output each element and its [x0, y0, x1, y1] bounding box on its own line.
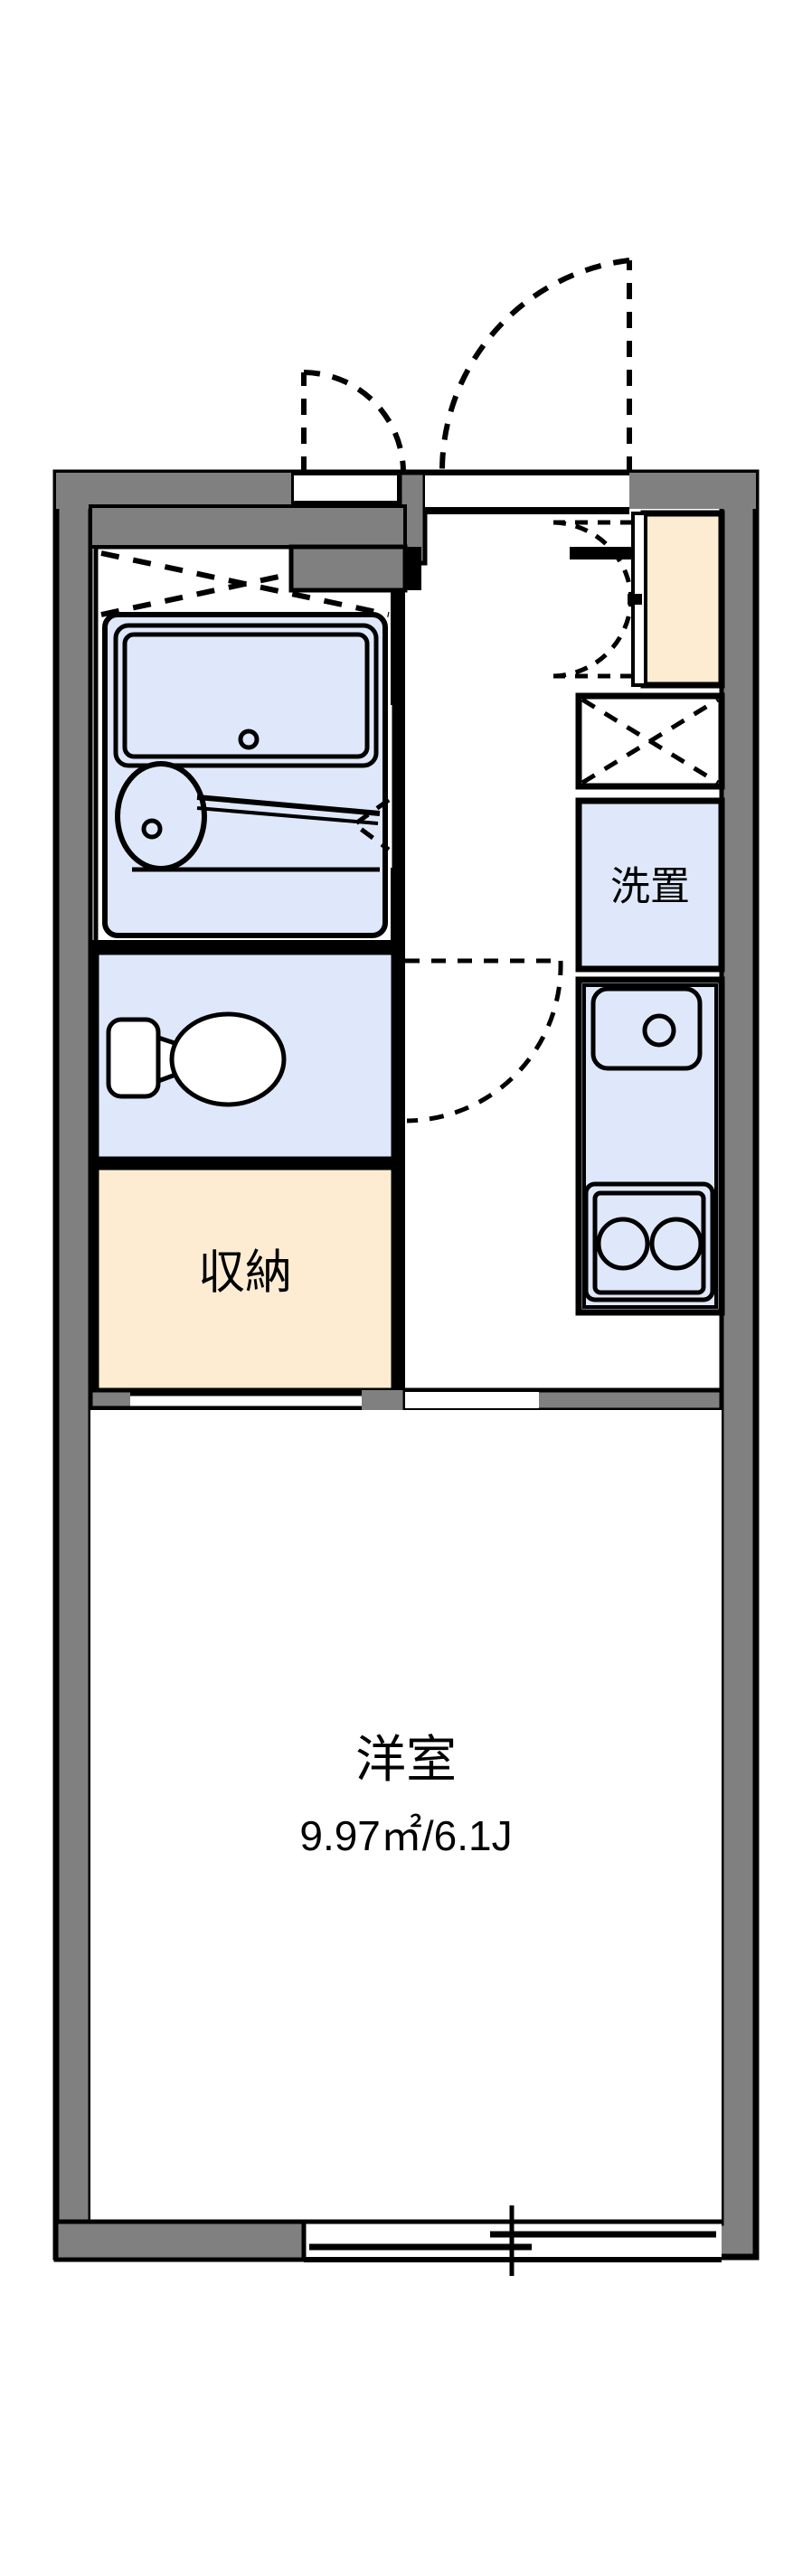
fridge-space: [575, 692, 725, 790]
washer-space-label: 洗置: [610, 865, 690, 909]
fridge-space-cross-icon: [581, 697, 720, 785]
living-room: 洋室 9.97㎡/6.1J: [90, 1410, 722, 2223]
hall-partition-vertical: [394, 547, 405, 1401]
storage-label: 収納: [198, 1247, 292, 1300]
stove-burner-left-icon: [596, 1217, 650, 1271]
shoe-cabinet-body: [640, 510, 725, 689]
shoe-cabinet: [552, 510, 725, 689]
interior-partitions: [88, 504, 724, 1413]
storage-room: 収納: [92, 1163, 398, 1396]
storage-bottom-wall-left: [90, 1390, 130, 1410]
storage-bottom-wall-right: [362, 1390, 405, 1410]
kitchen-counter: [575, 976, 725, 1316]
washer-space-box: [575, 797, 725, 973]
bottom-wall-left-segment: [56, 2222, 304, 2260]
balcony-window: [53, 2205, 722, 2276]
vanity-counter-edge: [196, 794, 381, 816]
entrance-door-opening: [425, 473, 629, 509]
entry-step-wall: [291, 547, 405, 590]
toilet-room: [92, 948, 398, 1163]
bathtub-drain-icon: [238, 729, 260, 750]
living-room-name-label: 洋室: [355, 1731, 457, 1788]
room-doorway-opening: [405, 1392, 539, 1408]
entry-corner-post: [405, 547, 421, 590]
toilet-door-swing[interactable]: [405, 958, 563, 1123]
sink-drain-icon: [642, 1013, 676, 1048]
entrance-door-swing[interactable]: [301, 258, 632, 473]
washbasin-icon: [115, 761, 207, 871]
bath-folding-door-icon[interactable]: [350, 797, 391, 852]
top-wall-right-segment: [629, 473, 756, 509]
washbasin-drain-icon: [141, 818, 163, 840]
vanity-counter-edge-2: [196, 806, 379, 825]
toilet-tank-icon: [106, 1017, 161, 1099]
toilet-door-arc: [406, 960, 563, 1123]
washer-space: 洗置: [575, 797, 725, 973]
bottom-wall-left-outline: [53, 2219, 307, 2262]
bath-top-wall-outline: [89, 504, 407, 549]
entry-inner-line: [425, 509, 629, 514]
toilet-bowl-icon: [169, 1011, 287, 1107]
bathtub-inner: [122, 632, 370, 759]
top-wall-left-segment: [56, 473, 291, 509]
stove-burner-right-icon: [649, 1217, 703, 1271]
bath-top-wall: [90, 506, 405, 547]
living-room-floor: [90, 1410, 722, 2223]
shoe-cabinet-handle-icon: [628, 594, 642, 605]
entrance-door-arc: [439, 258, 630, 472]
unit-bath-room: [93, 544, 399, 947]
toilet-storage-divider: [90, 1157, 405, 1170]
storage-floor: [92, 1163, 398, 1396]
living-room-area-label: 9.97㎡/6.1J: [299, 1812, 512, 1859]
bath-toilet-divider: [90, 940, 405, 954]
